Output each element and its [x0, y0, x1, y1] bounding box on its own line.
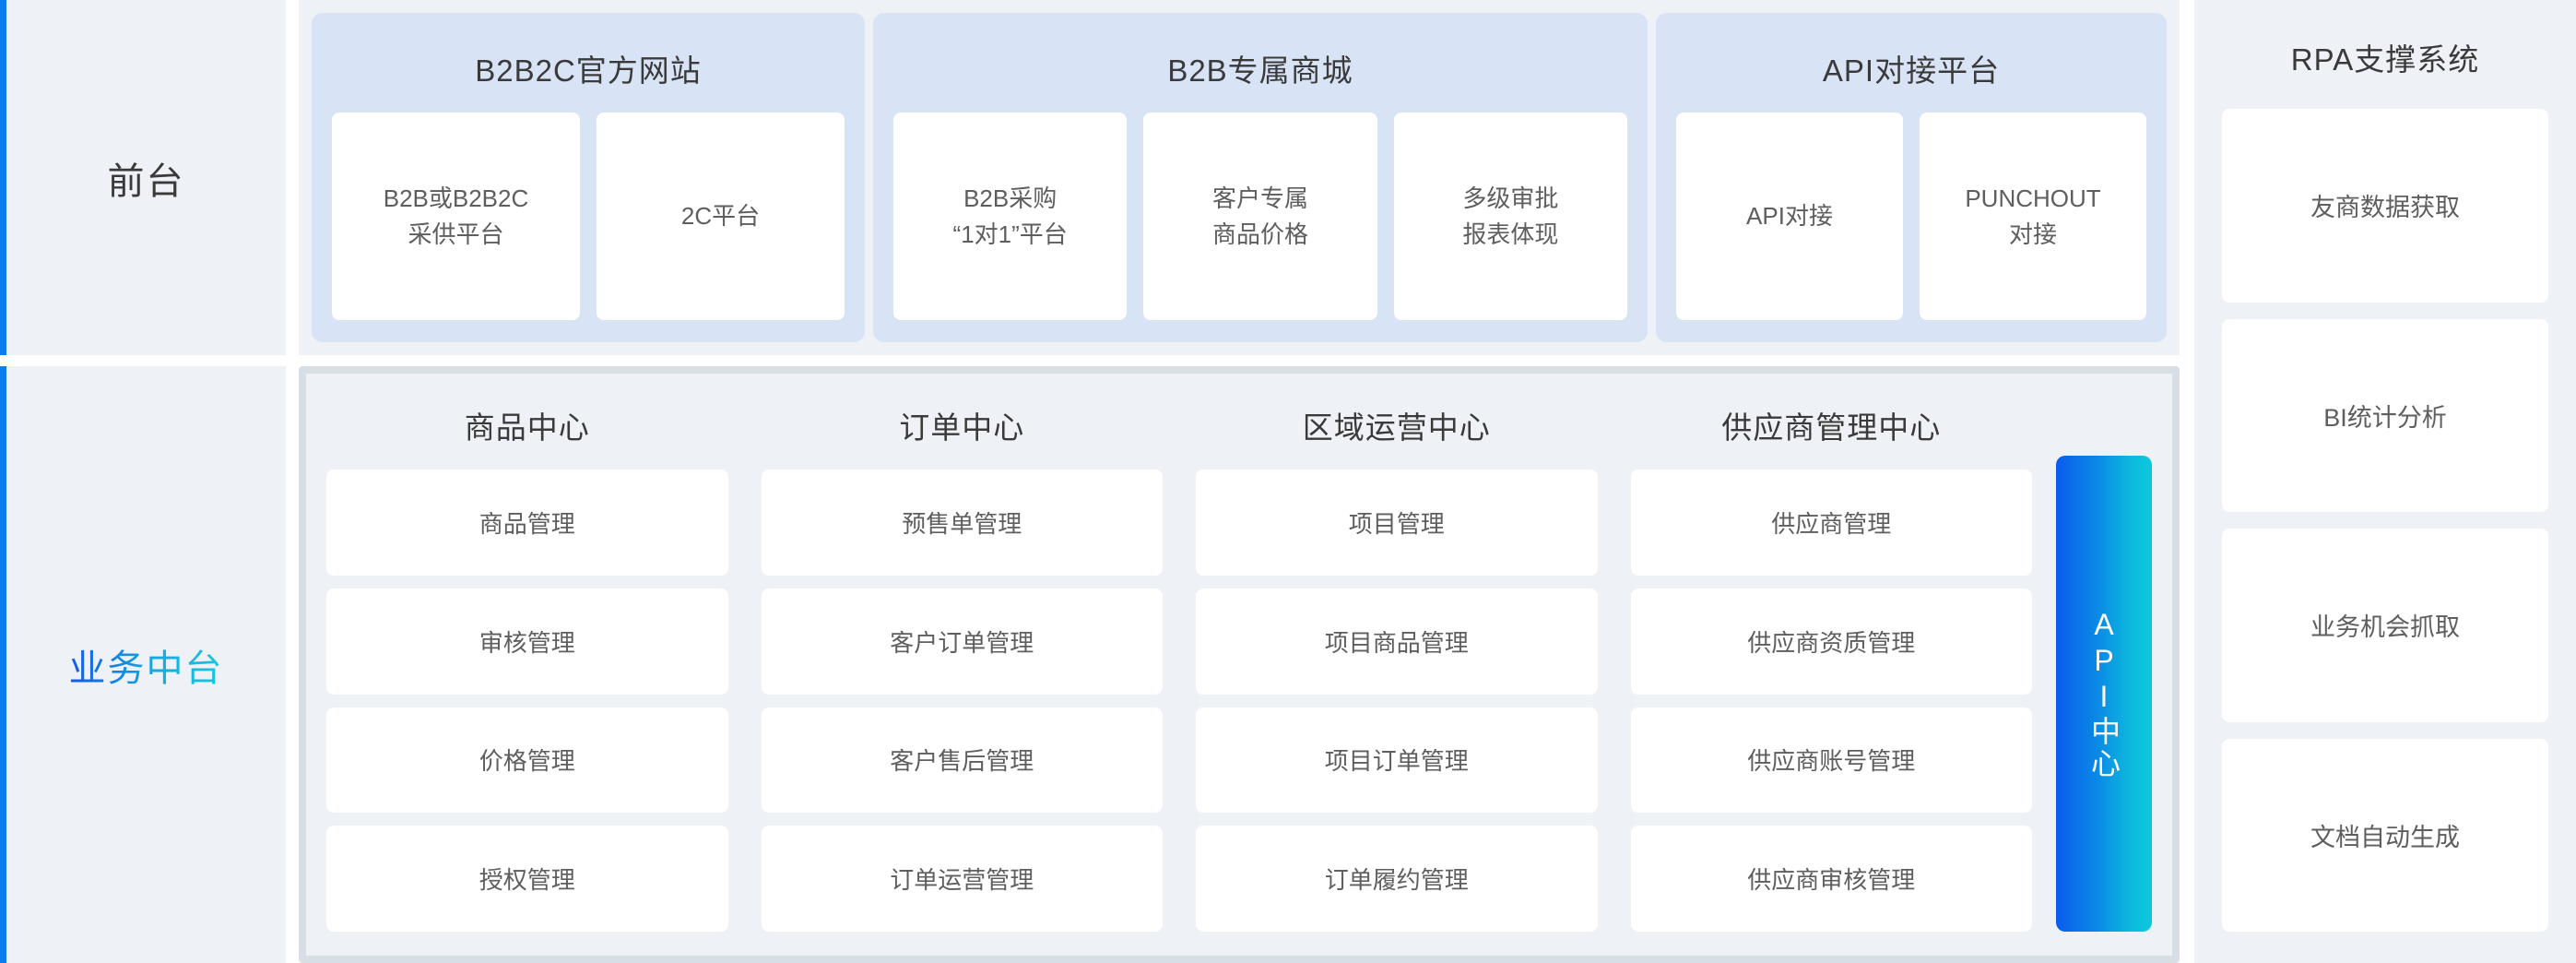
mid-card-label: 商品管理 — [479, 509, 575, 538]
mid-card-label: 客户售后管理 — [890, 747, 1034, 776]
front-card[interactable]: 客户专属商品价格 — [1143, 113, 1377, 320]
sidebar-item-front-stage: 前台 — [0, 0, 286, 355]
mid-column-title: 商品中心 — [464, 410, 590, 445]
mid-column-product-center: 商品中心 商品管理 审核管理 价格管理 授权管理 — [326, 383, 728, 932]
api-center-label: API中心 — [2087, 607, 2121, 780]
front-card-label: API对接 — [1746, 202, 1833, 230]
mid-card[interactable]: 价格管理 — [326, 707, 728, 814]
sidebar-item-mid-stage: 业务中台 — [0, 366, 286, 963]
rpa-title: RPA支撑系统 — [2290, 42, 2480, 77]
mid-card[interactable]: 商品管理 — [326, 470, 728, 576]
mid-card-label: 授权管理 — [479, 866, 575, 895]
front-card-label: 客户专属商品价格 — [1211, 184, 1308, 248]
mid-card[interactable]: 客户订单管理 — [761, 588, 1163, 695]
mid-card[interactable]: 订单运营管理 — [761, 826, 1163, 932]
mid-column-cards: 预售单管理 客户订单管理 客户售后管理 订单运营管理 — [761, 470, 1163, 932]
mid-stage-row: 商品中心 商品管理 审核管理 价格管理 授权管理 订单中心 预售单管理 客户订单… — [299, 366, 2180, 963]
rpa-support-system-column: RPA支撑系统 友商数据获取 BI统计分析 业务机会抓取 文档自动生成 — [2194, 0, 2576, 963]
mid-card-label: 项目商品管理 — [1324, 628, 1469, 657]
mid-column-regional-operations-center: 区域运营中心 项目管理 项目商品管理 项目订单管理 订单履约管理 — [1196, 383, 1598, 932]
front-group-title: B2B2C官方网站 — [475, 54, 702, 88]
mid-card[interactable]: 供应商账号管理 — [1630, 707, 2032, 814]
front-stage-label: 前台 — [107, 160, 185, 202]
rpa-card[interactable]: 文档自动生成 — [2222, 738, 2548, 932]
mid-card[interactable]: 授权管理 — [326, 826, 728, 932]
rpa-card-label: 文档自动生成 — [2310, 823, 2460, 851]
stage-label-sidebar: 前台 业务中台 — [0, 0, 286, 963]
mid-card[interactable]: 项目管理 — [1196, 470, 1598, 576]
front-card[interactable]: B2B采购“1对1”平台 — [893, 113, 1128, 320]
front-group-b2b-mall: B2B专属商城 B2B采购“1对1”平台 客户专属商品价格 多级审批报表体现 — [873, 13, 1648, 342]
mid-card-label: 预售单管理 — [902, 509, 1022, 538]
front-card[interactable]: 多级审批报表体现 — [1393, 113, 1627, 320]
mid-card-label: 供应商管理 — [1771, 509, 1892, 538]
mid-card[interactable]: 项目商品管理 — [1196, 588, 1598, 695]
mid-card-label: 供应商审核管理 — [1747, 866, 1916, 895]
mid-column-order-center: 订单中心 预售单管理 客户订单管理 客户售后管理 订单运营管理 — [761, 383, 1163, 932]
front-card[interactable]: 2C平台 — [597, 113, 845, 320]
mid-card[interactable]: 供应商审核管理 — [1630, 826, 2032, 932]
rpa-card[interactable]: 友商数据获取 — [2222, 109, 2548, 303]
rpa-card[interactable]: 业务机会抓取 — [2222, 529, 2548, 722]
mid-card-label: 订单运营管理 — [890, 866, 1034, 895]
front-card-label: 2C平台 — [680, 202, 761, 230]
mid-column-cards: 项目管理 项目商品管理 项目订单管理 订单履约管理 — [1196, 470, 1598, 932]
mid-card-label: 价格管理 — [479, 747, 575, 776]
front-card-label: B2B采购“1对1”平台 — [952, 184, 1068, 248]
mid-card-label: 审核管理 — [479, 628, 575, 657]
mid-card-label: 供应商账号管理 — [1747, 747, 1916, 776]
front-group-title: B2B专属商城 — [1167, 54, 1353, 88]
rpa-cards: 友商数据获取 BI统计分析 业务机会抓取 文档自动生成 — [2222, 109, 2548, 932]
mid-column-title: 订单中心 — [899, 410, 1025, 445]
front-group-cards: B2B采购“1对1”平台 客户专属商品价格 多级审批报表体现 — [893, 113, 1627, 320]
api-center-panel[interactable]: API中心 — [2056, 456, 2152, 932]
mid-card[interactable]: 供应商管理 — [1630, 470, 2032, 576]
mid-card-label: 项目管理 — [1348, 509, 1445, 538]
mid-column-cards: 供应商管理 供应商资质管理 供应商账号管理 供应商审核管理 — [1630, 470, 2032, 932]
front-group-title: API对接平台 — [1822, 54, 2001, 88]
mid-card-label: 供应商资质管理 — [1747, 628, 1916, 657]
rpa-card-label: 友商数据获取 — [2310, 194, 2460, 222]
rpa-card-label: 业务机会抓取 — [2310, 613, 2460, 642]
mid-card[interactable]: 预售单管理 — [761, 470, 1163, 576]
mid-card[interactable]: 项目订单管理 — [1196, 707, 1598, 814]
mid-card-label: 项目订单管理 — [1324, 747, 1469, 776]
mid-card[interactable]: 供应商资质管理 — [1630, 588, 2032, 695]
mid-stage-label: 业务中台 — [69, 638, 224, 692]
mid-stage-columns: 商品中心 商品管理 审核管理 价格管理 授权管理 订单中心 预售单管理 客户订单… — [326, 383, 2032, 932]
rpa-card-label: BI统计分析 — [2323, 403, 2447, 432]
front-card-label: 多级审批报表体现 — [1462, 184, 1559, 248]
rpa-card[interactable]: BI统计分析 — [2222, 318, 2548, 512]
mid-card-label: 客户订单管理 — [890, 628, 1034, 657]
mid-column-title: 供应商管理中心 — [1721, 410, 1942, 445]
front-card[interactable]: API对接 — [1676, 113, 1903, 320]
mid-column-supplier-management-center: 供应商管理中心 供应商管理 供应商资质管理 供应商账号管理 供应商审核管理 — [1630, 383, 2032, 932]
mid-column-title: 区域运营中心 — [1302, 410, 1491, 445]
mid-column-cards: 商品管理 审核管理 价格管理 授权管理 — [326, 470, 728, 932]
mid-card[interactable]: 审核管理 — [326, 588, 728, 695]
mid-card[interactable]: 订单履约管理 — [1196, 826, 1598, 932]
mid-card-label: 订单履约管理 — [1324, 866, 1469, 895]
mid-card[interactable]: 客户售后管理 — [761, 707, 1163, 814]
